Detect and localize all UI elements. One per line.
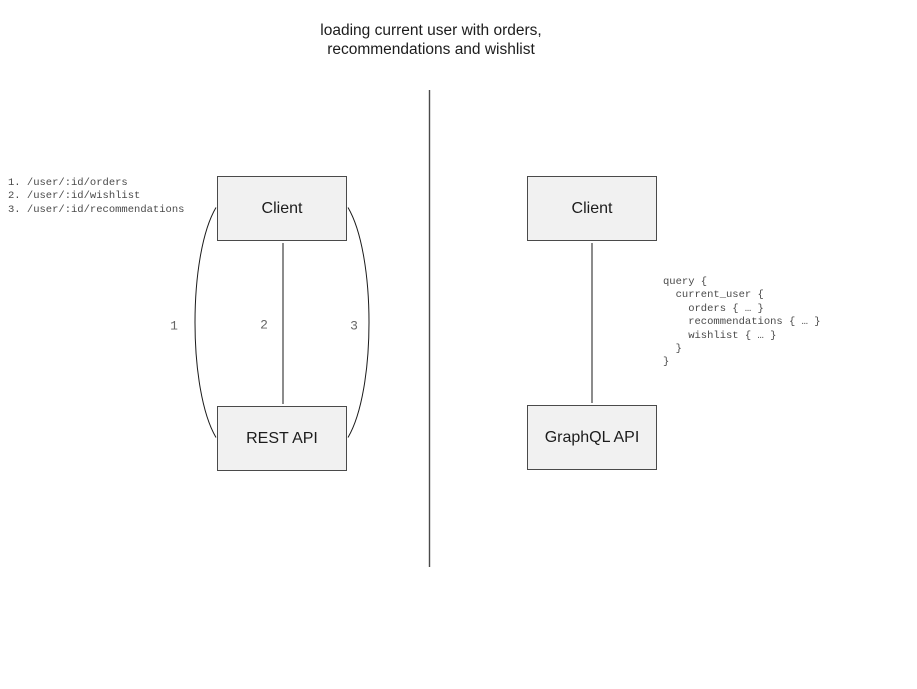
graphql-query-code: query { current_user { orders { … } reco… — [663, 276, 821, 369]
rest-api-box: REST API — [217, 406, 347, 471]
graphql-api-box-label: GraphQL API — [544, 428, 640, 446]
rest-endpoints-list: 1. /user/:id/orders 2. /user/:id/wishlis… — [8, 177, 185, 216]
arrow-label-3: 3 — [350, 318, 358, 334]
client-box-graphql: Client — [527, 176, 657, 241]
arrow-label-1: 1 — [170, 318, 178, 334]
arrow-label-2: 2 — [260, 317, 268, 333]
client-box-rest: Client — [217, 176, 347, 241]
client-box-graphql-label: Client — [571, 199, 613, 217]
diagram-title: loading current user with orders, recomm… — [320, 22, 542, 58]
rest-arrow-1-curve — [194, 207, 217, 438]
client-box-rest-label: Client — [261, 199, 303, 217]
graphql-api-box: GraphQL API — [527, 405, 657, 470]
rest-api-box-label: REST API — [246, 429, 318, 447]
